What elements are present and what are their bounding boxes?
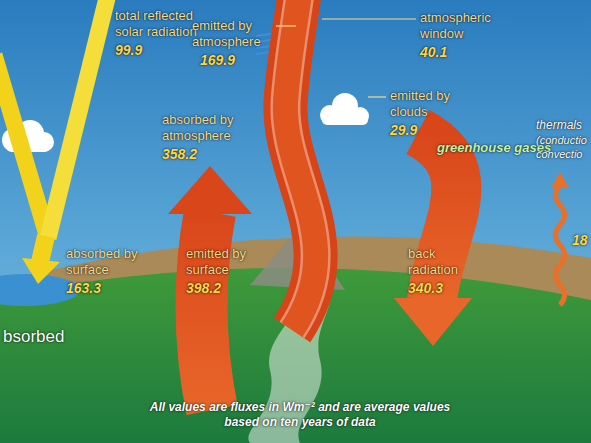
window-ribbon	[285, 0, 315, 330]
flux-label: emitted by clouds	[390, 88, 472, 121]
flux-value: 18	[572, 232, 588, 250]
thermals-arrow	[551, 172, 569, 305]
solar-arrows	[0, 0, 108, 284]
leader-lines	[276, 19, 416, 97]
flux-label: absorbed by atmosphere	[162, 112, 252, 145]
cloud	[320, 93, 369, 125]
flux-value: 169.9	[200, 52, 235, 70]
flux-value: 29.9	[390, 122, 417, 140]
cut-label: bsorbed	[3, 326, 64, 347]
flux-label: emitted by atmosphere	[192, 18, 274, 51]
flux-label: thermals	[536, 118, 582, 133]
flux-value: 99.9	[115, 42, 142, 60]
flux-label: absorbed by surface	[66, 246, 156, 279]
gas-label: greenhouse gases	[437, 140, 551, 156]
flux-label: atmospheric window	[420, 10, 512, 43]
flux-value: 340.3	[408, 280, 443, 298]
flux-value: 358.2	[162, 146, 197, 164]
flux-value: 163.3	[66, 280, 101, 298]
emitted-surface-arrow	[168, 166, 252, 410]
flux-label: emitted by surface	[186, 246, 268, 279]
flux-label: back radiation	[408, 246, 476, 279]
flux-label: (conductio	[536, 134, 587, 148]
caption: All values are fluxes in Wm⁻² and are av…	[145, 400, 455, 430]
flux-value: 398.2	[186, 280, 221, 298]
back-radiation-arrow	[394, 132, 472, 346]
flux-value: 40.1	[420, 44, 447, 62]
flux-label: convectio	[536, 148, 582, 162]
